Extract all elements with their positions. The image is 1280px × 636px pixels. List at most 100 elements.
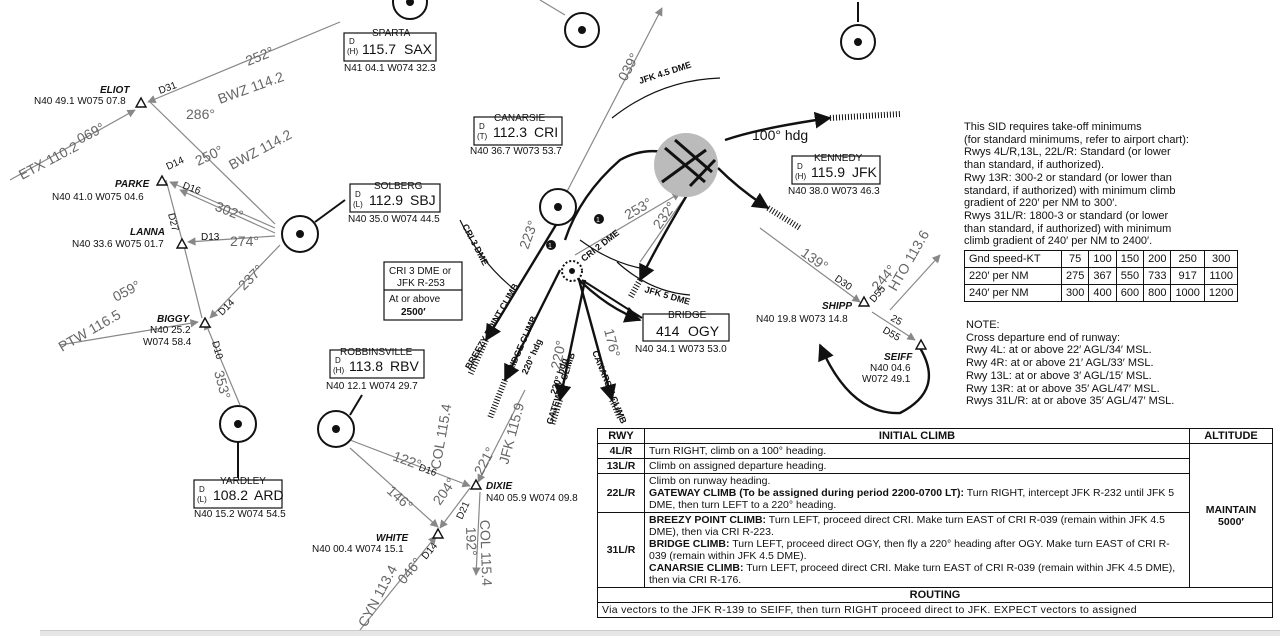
svg-text:115.9: 115.9 — [811, 164, 845, 180]
svg-text:SOLBERG: SOLBERG — [374, 181, 423, 192]
vor-unnamed-icon — [564, 12, 600, 48]
svg-text:252°: 252° — [243, 43, 276, 69]
svg-text:192°: 192° — [463, 527, 480, 557]
svg-text:CANARSIE: CANARSIE — [494, 113, 545, 124]
svg-text:N40 34.1 W073 53.0: N40 34.1 W073 53.0 — [635, 344, 727, 355]
fix-biggy-icon — [198, 316, 212, 328]
svg-text:N40 00.4 W074 15.1: N40 00.4 W074 15.1 — [312, 544, 404, 555]
table-row: Via vectors to the JFK R-139 to SEIFF, t… — [597, 602, 1273, 618]
svg-text:D55: D55 — [881, 325, 903, 344]
svg-text:ROBBINSVILLE: ROBBINSVILLE — [340, 347, 413, 358]
svg-text:N40 12.1 W074 29.7: N40 12.1 W074 29.7 — [326, 381, 418, 392]
svg-text:302°: 302° — [213, 198, 246, 224]
svg-text:SEIFF: SEIFF — [884, 352, 913, 363]
svg-text:JFK R-253: JFK R-253 — [397, 278, 445, 289]
svg-text:220°: 220° — [547, 339, 569, 371]
svg-text:139°: 139° — [798, 244, 831, 274]
svg-text:CRI: CRI — [534, 124, 558, 140]
svg-text:D: D — [335, 356, 341, 365]
svg-text:146°: 146° — [384, 482, 416, 513]
fix-white-icon — [431, 527, 445, 539]
dme-arcs — [459, 77, 721, 296]
svg-text:(H): (H) — [347, 47, 358, 56]
svg-text:DIXIE: DIXIE — [486, 481, 512, 492]
svg-text:JFK 5 DME: JFK 5 DME — [643, 284, 691, 307]
table-row: 13L/R Climb on assigned departure headin… — [597, 458, 1273, 474]
svg-text:100° hdg: 100° hdg — [752, 127, 808, 143]
svg-text:CRI 2 DME: CRI 2 DME — [579, 228, 621, 264]
svg-text:JFK: JFK — [852, 164, 878, 180]
svg-text:CYN 113.4: CYN 113.4 — [355, 562, 401, 629]
svg-text:176°: 176° — [601, 327, 624, 359]
svg-text:CRI 3 DME or: CRI 3 DME or — [389, 266, 452, 277]
svg-text:414: 414 — [656, 323, 680, 339]
svg-text:D: D — [355, 190, 361, 199]
svg-text:1: 1 — [596, 217, 600, 224]
svg-text:N40 33.6 W075 01.7: N40 33.6 W075 01.7 — [72, 239, 164, 250]
svg-text:D30: D30 — [832, 273, 854, 293]
svg-text:PARKE: PARKE — [115, 179, 150, 190]
svg-text:(T): (T) — [477, 132, 488, 141]
takeoff-minimums-notes: This SID requires take-off minimums (for… — [964, 121, 1189, 248]
fix-dixie-icon — [469, 478, 483, 490]
svg-text:069°: 069° — [74, 119, 107, 146]
svg-text:108.2: 108.2 — [213, 487, 248, 503]
svg-text:JFK 4.5 DME: JFK 4.5 DME — [638, 60, 693, 86]
svg-text:ARD: ARD — [254, 487, 284, 503]
svg-text:CANARSIE CLIMB: CANARSIE CLIMB — [590, 349, 629, 426]
table-header-row: RWY INITIAL CLIMB ALTITUDE — [597, 428, 1273, 444]
table-header-row: ROUTING — [597, 587, 1273, 603]
svg-text:250°: 250° — [193, 142, 226, 169]
svg-text:237°: 237° — [235, 261, 267, 293]
fix-labels: ELIOT N40 49.1 W075 07.8 PARKE N40 41.0 … — [34, 85, 913, 555]
svg-text:353°: 353° — [211, 369, 234, 401]
vor-yardley-icon — [219, 405, 257, 478]
svg-text:SBJ: SBJ — [410, 192, 436, 208]
marker-circles: 1 1 — [546, 214, 604, 250]
svg-text:RBV: RBV — [390, 358, 419, 374]
fix-parke-icon — [155, 174, 169, 186]
svg-text:D: D — [479, 122, 485, 131]
svg-text:OGY: OGY — [688, 323, 720, 339]
svg-text:At or above: At or above — [389, 294, 441, 305]
svg-text:223°: 223° — [516, 218, 541, 251]
svg-text:(L): (L) — [197, 495, 207, 504]
svg-text:BIGGY: BIGGY — [157, 314, 191, 325]
table-row: 22L/R Climb on runway heading.GATEWAY CL… — [597, 473, 1273, 513]
svg-text:N40 49.1 W075 07.8: N40 49.1 W075 07.8 — [34, 96, 126, 107]
navaid-boxes — [193, 32, 881, 509]
vor-top-right-icon — [840, 2, 876, 60]
svg-text:N40 41.0 W075 04.6: N40 41.0 W075 04.6 — [52, 192, 144, 203]
svg-text:(H): (H) — [333, 366, 344, 375]
svg-text:113.8: 113.8 — [349, 358, 383, 374]
svg-text:BWZ 114.2: BWZ 114.2 — [216, 68, 287, 107]
svg-text:N40 25.2: N40 25.2 — [150, 325, 191, 336]
svg-text:W072 49.1: W072 49.1 — [862, 374, 911, 385]
svg-text:WHITE: WHITE — [376, 533, 409, 544]
svg-text:112.9: 112.9 — [369, 192, 403, 208]
runway-crossing-note: NOTE: Cross departure end of runway: Rwy… — [966, 319, 1175, 408]
svg-text:PTW 116.5: PTW 116.5 — [56, 306, 124, 354]
svg-text:N40 19.8 W073 14.8: N40 19.8 W073 14.8 — [756, 314, 848, 325]
horizontal-scrollbar[interactable] — [40, 630, 1280, 636]
fix-lanna-icon — [175, 237, 189, 249]
svg-text:(H): (H) — [795, 172, 806, 181]
svg-text:D10: D10 — [209, 340, 224, 361]
svg-text:BRIDGE: BRIDGE — [668, 310, 707, 321]
fix-eliot-icon — [134, 96, 148, 108]
svg-text:25: 25 — [889, 313, 905, 328]
svg-text:D: D — [797, 162, 803, 171]
navaid-sparta-name: SPARTA — [372, 28, 411, 39]
jfk-airport-symbol — [654, 133, 718, 197]
vor-sparta-icon — [392, 0, 428, 20]
svg-text:274°: 274° — [230, 233, 259, 249]
fix-triangles — [134, 96, 928, 539]
route-hash-marks — [467, 111, 901, 426]
svg-text:D14: D14 — [216, 297, 237, 318]
fix-seiff-icon — [914, 338, 928, 350]
svg-text:N40 04.6: N40 04.6 — [870, 363, 911, 374]
